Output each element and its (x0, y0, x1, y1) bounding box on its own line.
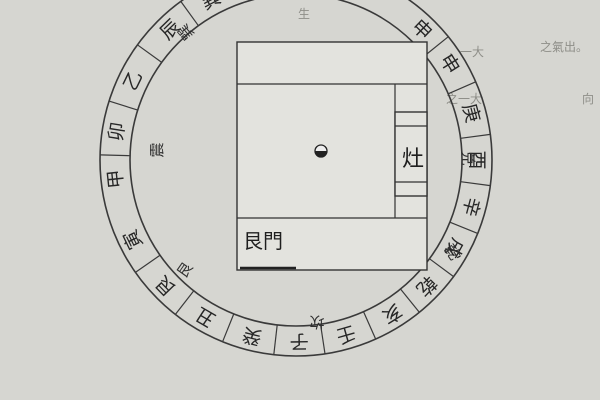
ring-divider (180, 1, 199, 27)
ring-label: 酉 (466, 150, 488, 169)
ring-label: 癸 (240, 323, 264, 349)
ring-label: 寅 (119, 226, 147, 253)
ring-divider (460, 181, 491, 187)
ring-label: 辛 (458, 195, 484, 219)
ring-divider (100, 154, 131, 157)
background-text-line: 向 (582, 91, 594, 106)
ring-divider (362, 311, 377, 340)
ring-divider (319, 324, 326, 354)
outer-ring (99, 0, 493, 357)
ring-label: 子 (290, 330, 309, 352)
ring-divider (135, 254, 161, 273)
trigram-label: 震 (148, 142, 166, 157)
ring-divider (174, 290, 195, 315)
ring-divider (273, 324, 278, 355)
ring-divider (424, 36, 449, 56)
ring-divider (460, 133, 491, 139)
house-plan: 灶 艮門 (236, 41, 428, 271)
ring-label: 壬 (334, 321, 358, 347)
background-text-line: 之氣出。 (540, 40, 588, 54)
center-point-half (315, 151, 327, 157)
ring-divider (447, 81, 476, 95)
ring-divider (429, 258, 454, 278)
background-text-line: 生 (298, 7, 310, 21)
trigram-label: 坎 (309, 313, 324, 331)
inner-ring (129, 0, 463, 327)
ring-label: 乙 (119, 67, 147, 94)
ring-divider (222, 313, 235, 342)
ring-divider (449, 221, 478, 234)
ring-dividers (100, 1, 491, 355)
ring-divider (137, 44, 163, 63)
trigram-label: 艮 (173, 259, 196, 282)
trigram-label: 兑 (459, 150, 477, 165)
ring-divider (400, 288, 420, 313)
ring-label: 亥 (378, 299, 406, 328)
ring-label: 甲 (104, 168, 128, 189)
stove-label: 灶 (402, 147, 424, 172)
ring-label: 丑 (192, 303, 219, 332)
ring-divider (108, 100, 138, 111)
ring-label: 卯 (105, 121, 130, 143)
background-text-line: 之一大 (446, 92, 482, 106)
door-label: 艮門 (243, 229, 283, 253)
